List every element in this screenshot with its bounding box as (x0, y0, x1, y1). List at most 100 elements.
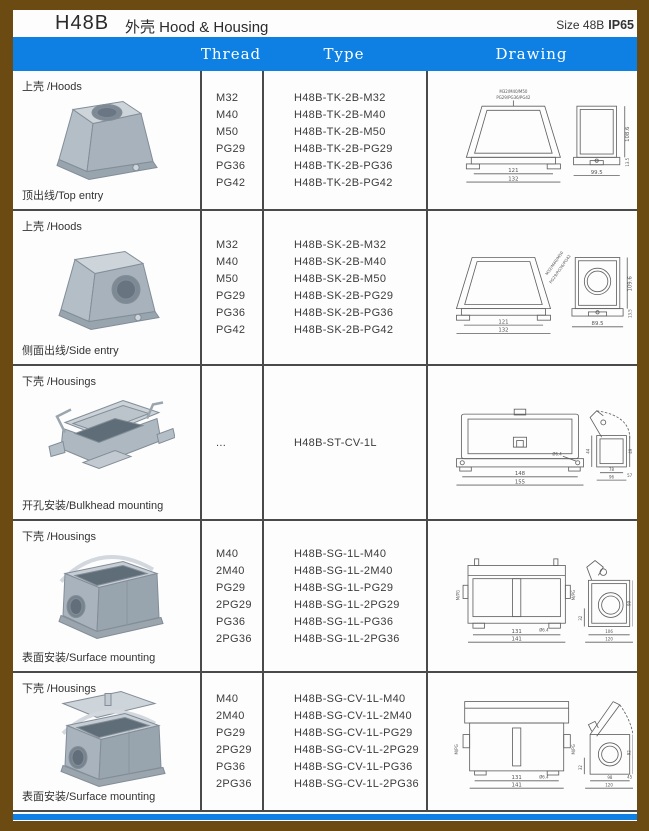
type-code: H48B-TK-2B-M32 (294, 91, 386, 104)
thread-value: PG29 (216, 727, 246, 739)
row-category-label: 下壳 /Housings (22, 531, 96, 543)
type-list: H48B-ST-CV-1L (264, 366, 426, 519)
type-code: H48B-SK-2B-PG42 (294, 324, 394, 336)
thread-cell: ... (200, 366, 262, 519)
row-caption: 表面安装/Surface mounting (22, 791, 156, 803)
table-row-hood-top-entry: 上壳 /Hoods 顶出线/Top entry M32 M40 M50 (13, 71, 637, 211)
product-cell: 下壳 /Housings 表面安装/Surface mounting (13, 521, 200, 671)
svg-text:141: 141 (512, 637, 522, 643)
svg-text:155: 155 (515, 479, 525, 485)
page-title-text: 外壳 Hood & Housing (125, 19, 269, 36)
drawing-cell: Ø6.4 148 155 44 78 96 57 49 (426, 366, 637, 519)
svg-text:99: 99 (627, 600, 632, 606)
column-header-thread: Thread (200, 45, 262, 63)
svg-text:M/PG: M/PG (571, 590, 576, 600)
svg-text:131: 131 (512, 775, 522, 781)
thread-value: M40 (216, 693, 239, 705)
type-code: H48B-SK-2B-M50 (294, 273, 387, 285)
type-cell: H48B-SG-CV-1L-M40 H48B-SG-CV-1L-2M40 H48… (262, 673, 426, 810)
svg-text:Ø6.4: Ø6.4 (552, 451, 562, 456)
table-row-housing-surface: 下壳 /Housings 表面安装/Surface mounting M40 (13, 521, 637, 673)
svg-text:Ø6.4: Ø6.4 (539, 774, 549, 779)
type-code: H48B-TK-2B-PG29 (294, 142, 393, 155)
svg-text:49: 49 (628, 448, 633, 454)
thread-value: PG29 (216, 290, 246, 302)
thread-value: 2PG36 (216, 778, 252, 790)
type-code: H48B-SG-CV-1L-2PG29 (294, 744, 419, 756)
type-code: H48B-SG-CV-1L-PG29 (294, 727, 413, 739)
type-code: H48B-TK-2B-PG36 (294, 159, 393, 172)
svg-text:99.5: 99.5 (591, 170, 603, 176)
ip-rating: IP65 (608, 18, 634, 32)
row-caption: 开孔安装/Bulkhead mounting (22, 500, 164, 512)
svg-text:44: 44 (585, 448, 590, 454)
thread-list: M40 2M40 PG29 2PG29 PG36 2PG36 (202, 521, 262, 671)
thread-cell: M32 M40 M50 PG29 PG36 PG42 (200, 211, 262, 364)
svg-text:121: 121 (498, 319, 508, 325)
svg-text:M32/M40/M50: M32/M40/M50 (499, 89, 527, 94)
type-cell: H48B-SK-2B-M32 H48B-SK-2B-M40 H48B-SK-2B… (262, 211, 426, 364)
product-photo-hood-top-entry (56, 100, 158, 181)
thread-list: M32 M40 M50 PG29 PG36 PG42 (202, 71, 262, 209)
bottom-accent-bar (13, 814, 637, 820)
thread-cell: M32 M40 M50 PG29 PG36 PG42 (200, 71, 262, 209)
thread-value: M40 (216, 256, 239, 268)
size-label: Size 48B (556, 18, 605, 32)
technical-drawing-housing-surface-cover: M/PG M/PG 131 141 Ø6.4 98 120 92 45 32 (454, 700, 633, 789)
thread-value: PG36 (216, 307, 246, 319)
svg-text:132: 132 (498, 327, 508, 333)
product-cell: 下壳 /Housings 开孔安装/Bulkhead mounting (13, 366, 200, 519)
row-caption: 表面安装/Surface mounting (22, 652, 156, 664)
type-cell: H48B-SG-1L-M40 H48B-SG-1L-2M40 H48B-SG-1… (262, 521, 426, 671)
table-header: Thread Type Drawing (13, 37, 637, 71)
svg-text:32: 32 (578, 615, 583, 621)
thread-value: 2M40 (216, 564, 245, 577)
product-cell: 上壳 /Hoods 侧面出线/Side entry (13, 211, 200, 364)
type-cell: H48B-TK-2B-M32 H48B-TK-2B-M40 H48B-TK-2B… (262, 71, 426, 209)
thread-value: PG42 (216, 324, 246, 336)
type-cell: H48B-ST-CV-1L (262, 366, 426, 519)
svg-text:89.5: 89.5 (592, 321, 604, 327)
svg-text:57: 57 (627, 472, 633, 477)
type-code: H48B-SK-2B-PG29 (294, 290, 394, 302)
svg-text:M/PG: M/PG (456, 590, 461, 600)
type-code: H48B-SG-CV-1L-2M40 (294, 710, 412, 722)
drawing-cell: M32/M40/M50 PG29/PG36/PG42 121 132 99.5 … (426, 71, 637, 209)
svg-text:Ø6.4: Ø6.4 (539, 627, 549, 632)
type-list: H48B-SK-2B-M32 H48B-SK-2B-M40 H48B-SK-2B… (264, 211, 426, 364)
type-code: H48B-TK-2B-M40 (294, 108, 386, 121)
svg-text:M/PG: M/PG (571, 744, 576, 754)
type-code: H48B-TK-2B-M50 (294, 125, 386, 138)
thread-value: PG36 (216, 615, 246, 628)
svg-text:M/PG: M/PG (454, 744, 459, 754)
type-code: H48B-SK-2B-M32 (294, 239, 387, 251)
type-code: H48B-SG-CV-1L-M40 (294, 693, 406, 705)
type-code: H48B-SG-CV-1L-2PG36 (294, 778, 419, 790)
thread-list: M32 M40 M50 PG29 PG36 PG42 (202, 211, 262, 364)
product-cell: 下壳 /Housings 表面安装/Surface mounting (13, 673, 200, 810)
svg-text:78: 78 (609, 467, 615, 472)
svg-text:109.6: 109.6 (627, 275, 633, 291)
drawing-cell: M32/M40/M50 PG29/PG36/PG42 121 132 89.5 … (426, 211, 637, 364)
column-header-drawing: Drawing (495, 45, 568, 63)
technical-drawing-hood-top-entry: M32/M40/M50 PG29/PG36/PG42 121 132 99.5 … (465, 89, 631, 183)
drawing-cell: M/PG M/PG 131 141 Ø6.4 106 120 99 32 (426, 521, 637, 671)
type-code: H48B-SG-1L-M40 (294, 547, 387, 560)
thread-value: M40 (216, 547, 239, 560)
thread-value: 2PG36 (216, 632, 252, 645)
column-header-type: Type (323, 45, 365, 63)
thread-list: ... (202, 366, 262, 519)
type-code: H48B-SG-1L-PG29 (294, 581, 394, 594)
thread-value: ... (216, 436, 227, 449)
row-category-label: 下壳 /Housings (22, 683, 96, 695)
thread-value: 2M40 (216, 710, 245, 722)
product-cell: 上壳 /Hoods 顶出线/Top entry (13, 71, 200, 209)
svg-text:120: 120 (605, 782, 613, 787)
thread-value: M32 (216, 91, 239, 104)
thread-value: M32 (216, 239, 239, 251)
type-code: H48B-SG-1L-2PG36 (294, 632, 400, 645)
svg-text:96: 96 (609, 474, 615, 479)
row-caption: 侧面出线/Side entry (22, 345, 119, 357)
